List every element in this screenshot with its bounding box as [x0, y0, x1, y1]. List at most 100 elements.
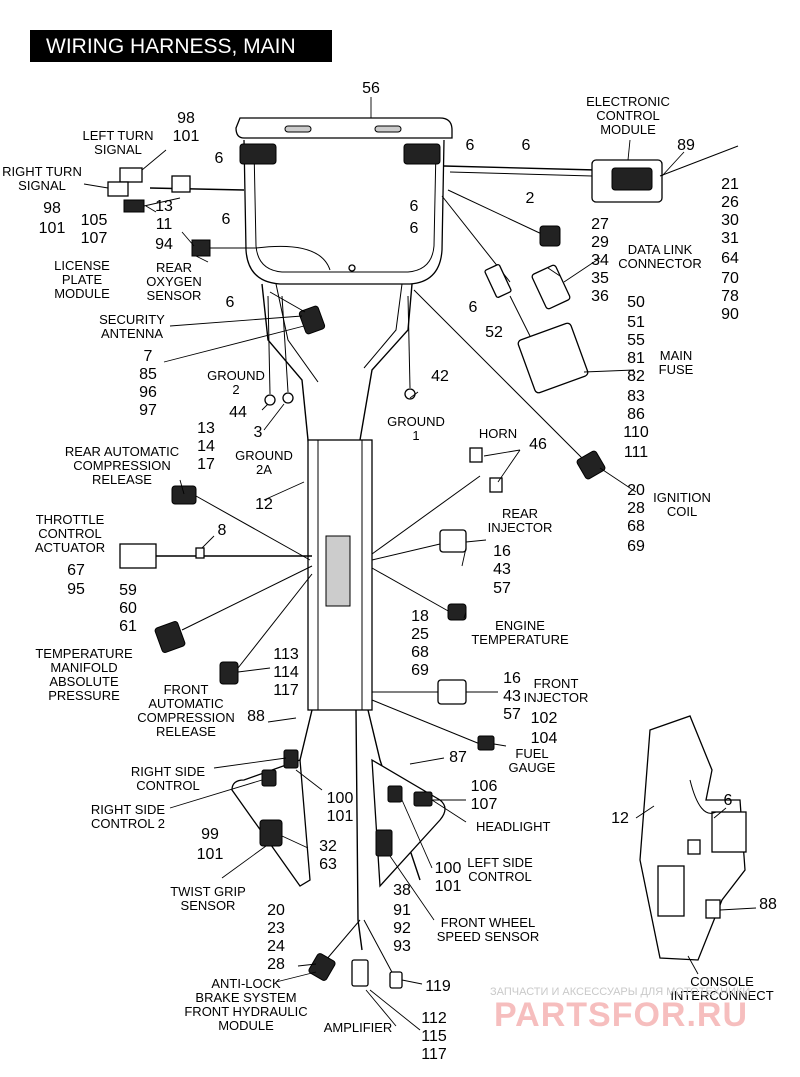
- callout-6: 6: [222, 211, 231, 228]
- rear-injector-connector: [439, 529, 467, 553]
- leader-8: [201, 535, 215, 549]
- leader-console: [687, 955, 699, 975]
- ecm-cable: [443, 165, 597, 171]
- leader-lines: [83, 97, 757, 1031]
- watermark-tagline: ЗАПЧАСТИ И АКСЕССУАРЫ ДЛЯ МОТОТЕХНИКИ: [490, 986, 750, 998]
- leader-amp: [365, 989, 397, 1027]
- callout-3: 3: [254, 424, 263, 441]
- front-acr-connector: [219, 661, 239, 685]
- leader-32: [281, 835, 309, 849]
- leader-119: [401, 979, 423, 985]
- leader-100a: [295, 769, 323, 791]
- right-control-connector: [283, 749, 299, 769]
- horn-terminal-b: [489, 477, 503, 493]
- leader-right-turn: [83, 183, 109, 189]
- ecm-cable-2: [449, 171, 593, 177]
- watermark: ЗАПЧАСТИ И АКСЕССУАРЫ ДЛЯ МОТОТЕХНИКИ PA…: [490, 986, 750, 1034]
- spine-right-inner: [363, 283, 403, 369]
- left-control-connector: [387, 785, 403, 803]
- ground2-ring: [264, 394, 276, 406]
- bracket-slot-right: [374, 125, 402, 133]
- page-title: WIRING HARNESS, MAIN: [46, 35, 296, 58]
- leader-headlight: [431, 799, 467, 823]
- license-wire: [143, 197, 181, 207]
- leader-12: [263, 481, 305, 501]
- amplifier-connector: [351, 959, 369, 987]
- horn-terminal-a: [469, 447, 483, 463]
- callout-87: 87: [449, 749, 467, 766]
- leader-42: [409, 391, 419, 399]
- bottom-trunk: [355, 709, 363, 951]
- leader-16: [461, 547, 467, 567]
- console-wire: [689, 779, 717, 814]
- antenna-wire: [269, 291, 306, 313]
- ecm-connector: [611, 167, 653, 191]
- callout-56: 56: [362, 80, 380, 97]
- console-connector: [705, 899, 721, 919]
- callout-2: 2: [526, 190, 535, 207]
- callout-6: 6: [522, 137, 531, 154]
- spine-left-inner: [275, 283, 319, 383]
- throttle-connector: [119, 543, 157, 569]
- leader-88: [267, 717, 297, 723]
- leader-12-console: [635, 805, 655, 819]
- leader-fuel: [493, 743, 507, 747]
- twist-grip-connector: [259, 819, 283, 847]
- coil-wire: [413, 289, 587, 463]
- loop-clip: [348, 264, 356, 272]
- ecm-strap: [659, 145, 739, 177]
- abs-wire: [325, 919, 361, 961]
- bracket-slot-left: [284, 125, 312, 133]
- leader-105: [145, 205, 157, 213]
- connector-block-right: [403, 143, 441, 165]
- engine-temp-wire: [371, 567, 451, 613]
- leader-44: [261, 403, 269, 411]
- rear-acr-connector: [171, 485, 197, 505]
- horn-wire: [371, 475, 481, 555]
- callout-6: 6: [466, 137, 475, 154]
- leader-twist: [221, 845, 267, 879]
- leader-87: [409, 757, 445, 765]
- leader-acr: [179, 479, 185, 495]
- coil-connector: [576, 450, 606, 480]
- callout-89: 89: [677, 137, 695, 154]
- throttle-clip: [195, 547, 205, 559]
- front-injector-connector: [437, 679, 467, 705]
- ground2b-wire: [281, 295, 289, 393]
- callout-44: 44: [229, 404, 247, 421]
- leader-88-console: [719, 907, 757, 911]
- leader-3: [263, 403, 285, 431]
